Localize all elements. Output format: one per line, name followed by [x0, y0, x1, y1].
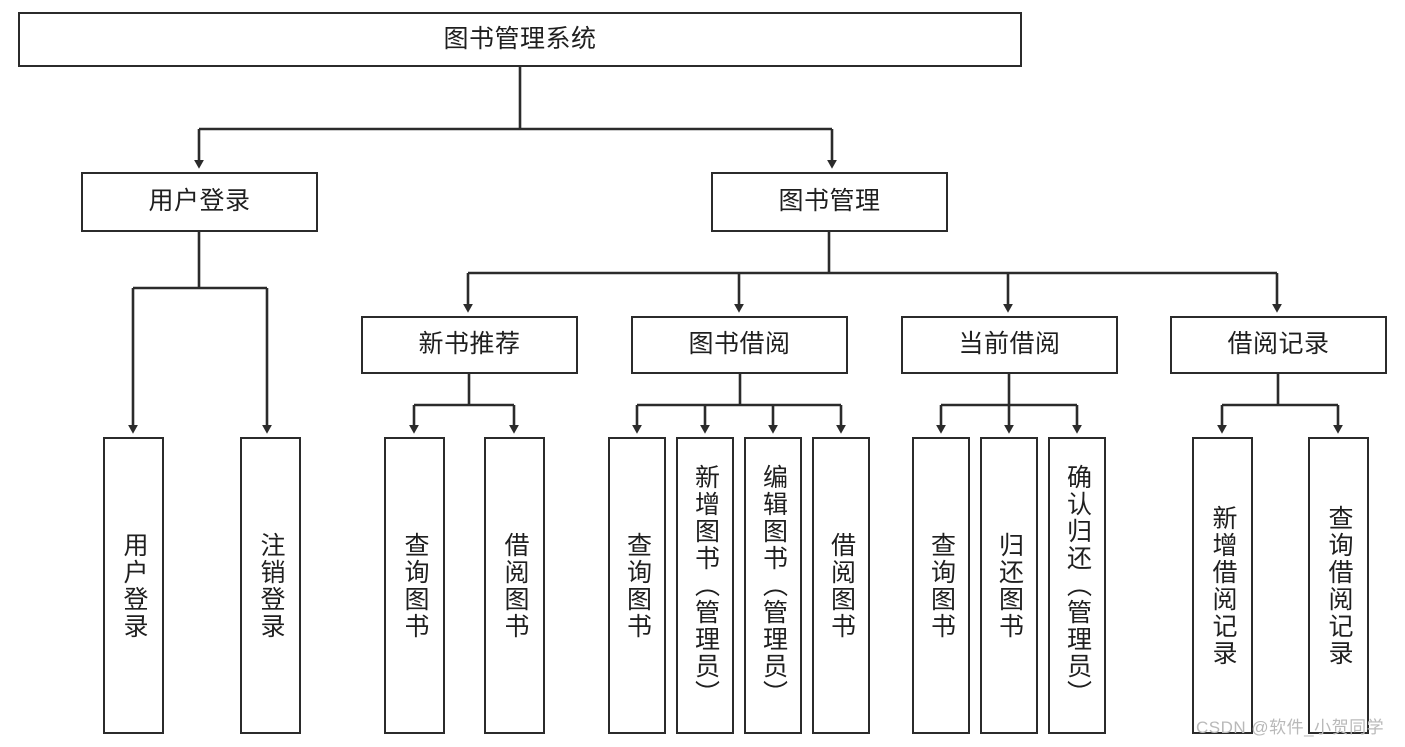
node-leaf-add-borrow-record[interactable]: 新增借阅记录 [1192, 437, 1253, 734]
node-leaf-logout-login[interactable]: 注销登录 [240, 437, 301, 734]
node-label: 借阅图书 [827, 531, 856, 640]
node-leaf-query-book-recommend[interactable]: 查询图书 [384, 437, 445, 734]
node-label: 查询图书 [401, 531, 429, 640]
node-label: 借阅记录 [1227, 330, 1330, 359]
node-new-book-recommend[interactable]: 新书推荐 [361, 316, 578, 374]
node-label: 编辑图书（管理员） [759, 464, 788, 707]
node-leaf-borrow-book-recommend[interactable]: 借阅图书 [484, 437, 545, 734]
node-label: 用户登录 [120, 531, 148, 640]
node-label: 图书管理 [778, 187, 881, 216]
node-label: 借阅图书 [501, 531, 529, 640]
node-label: 查询图书 [623, 531, 652, 640]
node-label: 新增图书（管理员） [691, 464, 720, 707]
node-leaf-user-login[interactable]: 用户登录 [103, 437, 164, 734]
node-root-book-management-system[interactable]: 图书管理系统 [18, 12, 1022, 67]
node-book-borrow[interactable]: 图书借阅 [631, 316, 848, 374]
node-leaf-add-book[interactable]: 新增图书（管理员） [676, 437, 734, 734]
node-label: 确认归还（管理员） [1063, 464, 1092, 707]
node-leaf-query-book-borrow[interactable]: 查询图书 [608, 437, 666, 734]
node-current-borrow[interactable]: 当前借阅 [901, 316, 1118, 374]
node-label: 当前借阅 [958, 330, 1061, 359]
node-leaf-query-borrow-record[interactable]: 查询借阅记录 [1308, 437, 1369, 734]
node-borrow-record[interactable]: 借阅记录 [1170, 316, 1387, 374]
node-label: 图书管理系统 [443, 24, 597, 53]
node-label: 图书借阅 [688, 330, 791, 359]
node-leaf-query-book-current[interactable]: 查询图书 [912, 437, 970, 734]
node-label: 注销登录 [257, 531, 285, 640]
node-label: 查询图书 [927, 531, 956, 640]
node-label: 新增借阅记录 [1209, 504, 1237, 667]
node-leaf-edit-book[interactable]: 编辑图书（管理员） [744, 437, 802, 734]
node-label: 查询借阅记录 [1325, 504, 1353, 667]
node-label: 归还图书 [995, 531, 1024, 640]
csdn-watermark: CSDN @软件_小贺同学 [1196, 718, 1385, 737]
node-label: 新书推荐 [418, 330, 521, 359]
node-book-management[interactable]: 图书管理 [711, 172, 948, 232]
node-leaf-confirm-return[interactable]: 确认归还（管理员） [1048, 437, 1106, 734]
node-user-login[interactable]: 用户登录 [81, 172, 318, 232]
node-leaf-return-book[interactable]: 归还图书 [980, 437, 1038, 734]
node-label: 用户登录 [148, 187, 251, 216]
node-leaf-borrow-book[interactable]: 借阅图书 [812, 437, 870, 734]
